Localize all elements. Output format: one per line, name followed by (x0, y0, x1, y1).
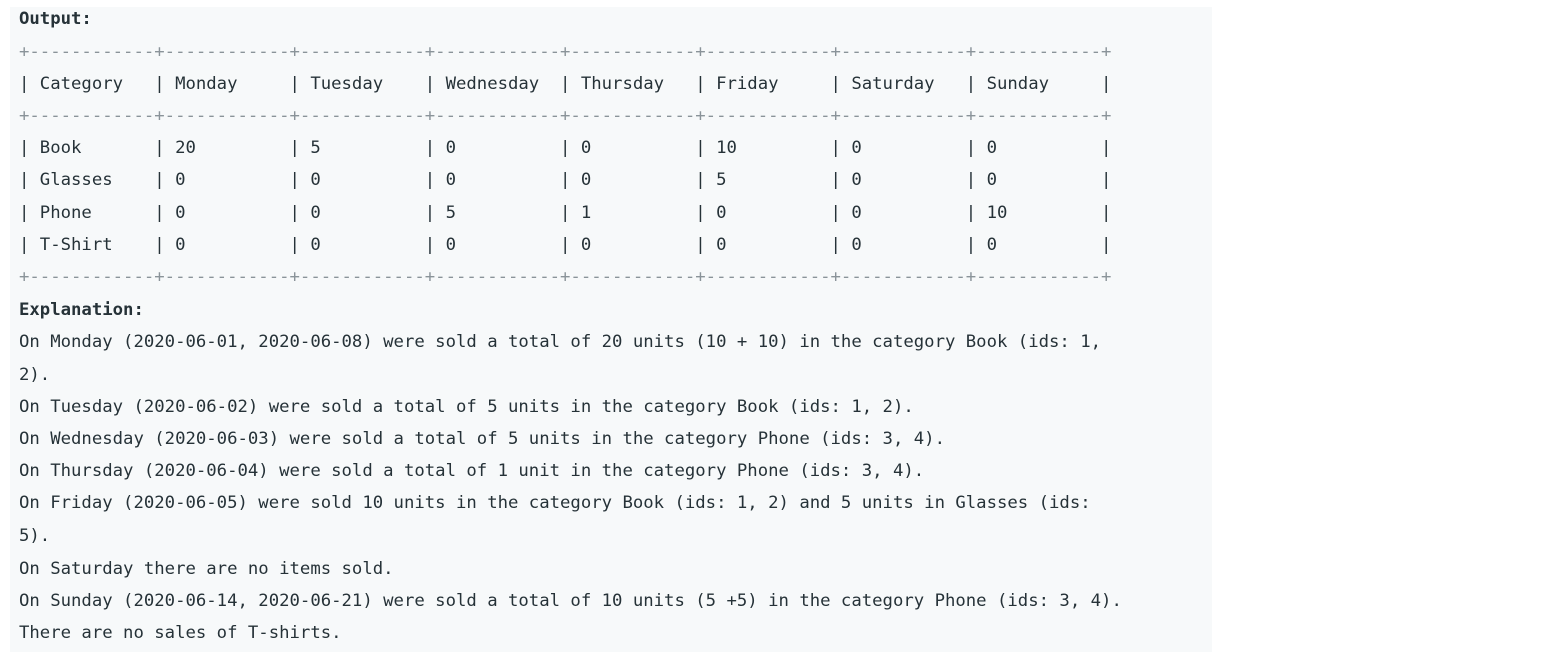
table-row: | T-Shirt | 0 | 0 | 0 | 0 | 0 | 0 | 0 | (19, 235, 1112, 255)
table-row: | Glasses | 0 | 0 | 0 | 0 | 5 | 0 | 0 | (19, 170, 1112, 190)
table-separator-top: +------------+------------+------------+… (19, 42, 1112, 62)
code-block (10, 7, 1212, 652)
table-separator-header: +------------+------------+------------+… (19, 106, 1112, 126)
explanation-line: On Friday (2020-06-05) were sold 10 unit… (19, 493, 1091, 513)
explanation-line: On Sunday (2020-06-14, 2020-06-21) were … (19, 591, 1122, 611)
output-label: Output: (19, 9, 92, 29)
table-row: | Phone | 0 | 0 | 5 | 1 | 0 | 0 | 10 | (19, 203, 1112, 223)
table-header-row: | Category | Monday | Tuesday | Wednesda… (19, 74, 1112, 94)
explanation-line: There are no sales of T-shirts. (19, 623, 342, 643)
explanation-line: On Saturday there are no items sold. (19, 559, 394, 579)
explanation-label: Explanation: (19, 300, 144, 320)
explanation-line: 5). (19, 526, 51, 546)
table-separator-bottom: +------------+------------+------------+… (19, 267, 1112, 287)
table-row: | Book | 20 | 5 | 0 | 0 | 10 | 0 | 0 | (19, 138, 1112, 158)
explanation-line: On Wednesday (2020-06-03) were sold a to… (19, 429, 945, 449)
explanation-line: On Monday (2020-06-01, 2020-06-08) were … (19, 332, 1102, 352)
explanation-line: On Thursday (2020-06-04) were sold a tot… (19, 461, 925, 481)
explanation-line: On Tuesday (2020-06-02) were sold a tota… (19, 397, 914, 417)
explanation-line: 2). (19, 365, 51, 385)
